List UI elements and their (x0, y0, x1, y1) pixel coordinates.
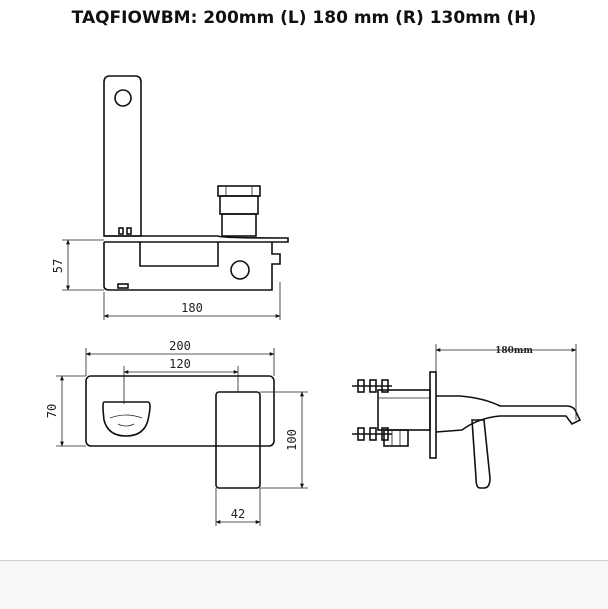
spout-profile (435, 395, 582, 433)
valve-body-profile (377, 389, 431, 431)
dim-label-120: 120 (169, 357, 191, 371)
wall-plate-profile (429, 371, 437, 459)
wall-plate-front (85, 375, 275, 447)
wall-plate (104, 235, 289, 243)
valve-body (103, 242, 281, 291)
inlet-ring (230, 260, 250, 280)
dim-label-57: 57 (51, 259, 65, 273)
dim-label-180: 180 (181, 301, 203, 315)
dim-label-42: 42 (231, 507, 245, 521)
spout-front (102, 401, 151, 437)
spout-outlet-ring (114, 89, 132, 107)
side-view: 57 180 (51, 75, 289, 320)
handle-cap (217, 185, 261, 197)
front-view: 200 120 70 100 42 (45, 339, 308, 526)
handle-front (215, 391, 261, 489)
footer-bar (0, 560, 608, 609)
spout-body (103, 75, 142, 237)
product-title: TAQFIOWBM: 200mm (L) 180 mm (R) 130mm (H… (71, 8, 537, 28)
profile-view: 180mm (352, 344, 582, 489)
dim-label-200: 200 (169, 339, 191, 353)
dim-label-100: 100 (285, 429, 299, 451)
dim-label-70: 70 (45, 404, 59, 418)
dim-label-180mm: 180mm (495, 346, 533, 356)
handle-profile (471, 419, 491, 489)
